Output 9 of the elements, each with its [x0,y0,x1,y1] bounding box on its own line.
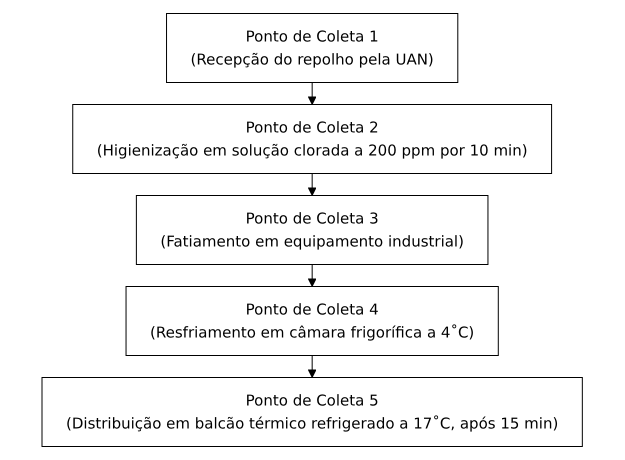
node-box: Ponto de Coleta 3 (Fatiamento em equipamento industrial) [136,195,489,265]
arrow [308,82,317,105]
node-box: Ponto de Coleta 4 (Resfriamento em câmara frigorífica a 4˚C) [126,286,500,356]
node-box: Ponto de Coleta 5 (Distribuição em balcão térmico refrigerado a 17˚C, após 15 min) [42,377,584,447]
node-box: Ponto de Coleta 2 (Higienização em solução clorada a 200 ppm por 10 min) [72,104,552,174]
node-box: Ponto de Coleta 1 (Recepção do repolho pela UAN) [166,13,459,83]
arrow [308,173,317,196]
arrow [308,355,317,378]
arrow [308,264,317,287]
